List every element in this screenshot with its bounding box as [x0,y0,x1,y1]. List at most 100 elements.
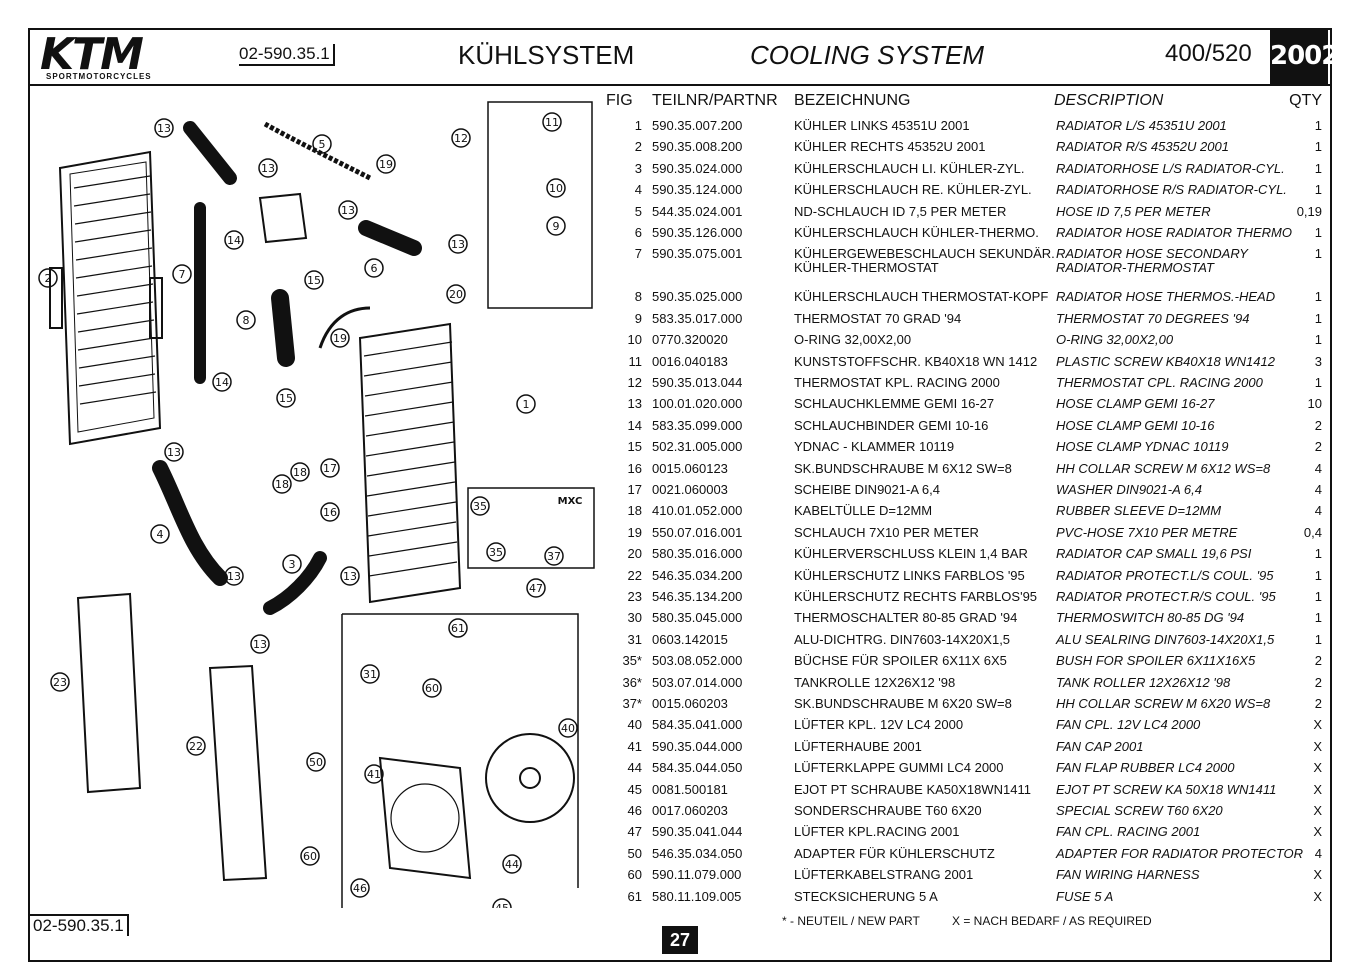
row-qty: 1 [1314,225,1322,240]
row-part-number: 503.08.052.000 [652,653,743,669]
row-part-number: 584.35.044.050 [652,760,743,776]
svg-text:13: 13 [261,162,275,175]
row-qty: 4 [1314,482,1322,497]
row-designation: KÜHLERSCHLAUCH LI. KÜHLER-ZYL. [794,160,1025,176]
row-description: BUSH FOR SPOILER 6X11X16X5 [1056,653,1256,669]
row-fig: 11 [628,353,643,369]
row-part-number: 583.35.017.000 [652,310,743,326]
row-fig: 60 [627,867,642,883]
row-fig: 35* [622,653,642,669]
row-qty: 1 [1314,246,1322,262]
row-qty: 1 [1314,631,1322,647]
svg-text:8: 8 [243,314,250,327]
right-radiator-drawing [358,322,462,604]
row-description: FAN CPL. RACING 2001 [1056,824,1201,840]
row-qty: 2 [1314,696,1322,711]
row-part-number: 0016.040183 [652,353,728,369]
row-part-number: 0017.060203 [652,803,728,818]
svg-text:50: 50 [309,756,323,769]
row-designation: THERMOSTAT KPL. RACING 2000 [794,375,1000,390]
row-description: SPECIAL SCREW T60 6X20 [1056,803,1223,818]
brand-logo-subtitle: SPORTMOTORCYCLES [46,72,152,81]
svg-text:1: 1 [523,398,530,411]
row-description: RADIATOR HOSE SECONDARY [1056,246,1248,262]
row-description: RADIATOR HOSE RADIATOR THERMO [1056,225,1292,240]
row-description: FAN FLAP RUBBER LC4 2000 [1056,760,1235,776]
brand-logo-text: KTM [40,29,144,80]
row-qty: 4 [1314,503,1322,519]
row-description: HH COLLAR SCREW M 6X20 WS=8 [1056,696,1271,711]
svg-text:18: 18 [293,466,307,479]
svg-text:23: 23 [53,676,67,689]
row-designation: KÜHLERGEWEBESCHLAUCH SEKUNDÄR. [794,246,1055,262]
svg-text:16: 16 [323,506,337,519]
footer-note-new-part: * - NEUTEIL / NEW PART [782,914,920,928]
row-part-number: 0770.320020 [652,332,728,348]
row-fig: 13 [627,396,642,412]
row-description: THERMOSTAT CPL. RACING 2000 [1056,375,1263,390]
row-designation: THERMOSTAT 70 GRAD '94 [794,310,962,326]
svg-text:13: 13 [227,570,241,583]
svg-text:35: 35 [489,546,503,559]
row-designation: KÜHLERSCHUTZ RECHTS FARBLOS'95 [794,589,1038,604]
row-designation: KÜHLER RECHTS 45352U 2001 [794,139,986,155]
row-description: HOSE CLAMP YDNAC 10119 [1056,439,1229,455]
row-designation: KÜHLERVERSCHLUSS KLEIN 1,4 BAR [794,546,1028,562]
row-part-number: 502.31.005.000 [652,439,743,455]
row-fig: 14 [627,417,642,433]
row-fig: 17 [627,482,642,497]
svg-text:9: 9 [553,220,560,233]
footer-document-number: 02-590.35.1 [30,914,129,936]
row-description: RADIATOR HOSE THERMOS.-HEAD [1056,289,1276,305]
svg-text:13: 13 [253,638,267,651]
row-qty: 1 [1314,610,1322,626]
column-header-qty: QTY [1289,92,1322,109]
row-designation: YDNAC - KLAMMER 10119 [794,439,955,455]
row-fig: 37* [622,696,642,711]
page-number: 27 [662,926,698,954]
row-part-number: 410.01.052.000 [652,503,743,519]
svg-text:44: 44 [505,858,519,871]
row-part-number: 590.35.024.000 [652,160,743,176]
row-fig: 31 [627,631,642,647]
row-description: FUSE 5 A [1056,888,1114,904]
svg-text:13: 13 [451,238,465,251]
row-description: RADIATORHOSE L/S RADIATOR-CYL. [1056,160,1285,176]
row-description: ADAPTER FOR RADIATOR PROTECTOR [1056,845,1304,861]
row-part-number: 546.35.034.050 [652,845,743,861]
row-part-number: 0603.142015 [652,631,728,647]
row-description: RUBBER SLEEVE D=12MM [1056,503,1222,519]
svg-text:37: 37 [547,550,561,563]
row-part-number: 550.07.016.001 [652,524,743,540]
svg-text:31: 31 [363,668,377,681]
row-part-number: 590.11.079.000 [652,867,742,883]
row-fig: 16 [627,460,642,476]
row-qty: 2 [1314,439,1322,455]
row-part-number: 590.35.007.200 [652,118,743,133]
row-fig: 5 [634,203,642,219]
row-part-number: 590.35.025.000 [652,289,743,305]
row-part-number: 580.35.045.000 [652,610,743,626]
row-part-number: 546.35.034.200 [652,567,743,583]
row-description: RADIATOR PROTECT.R/S COUL. '95 [1056,589,1276,604]
svg-text:5: 5 [319,138,326,151]
row-designation: KUNSTSTOFFSCHR. KB40X18 WN 1412 [794,353,1038,369]
row-description: PLASTIC SCREW KB40X18 WN1412 [1056,353,1275,369]
svg-text:41: 41 [367,768,381,781]
row-part-number: 590.35.008.200 [652,139,743,155]
row-part-number: 580.11.109.005 [652,888,742,904]
